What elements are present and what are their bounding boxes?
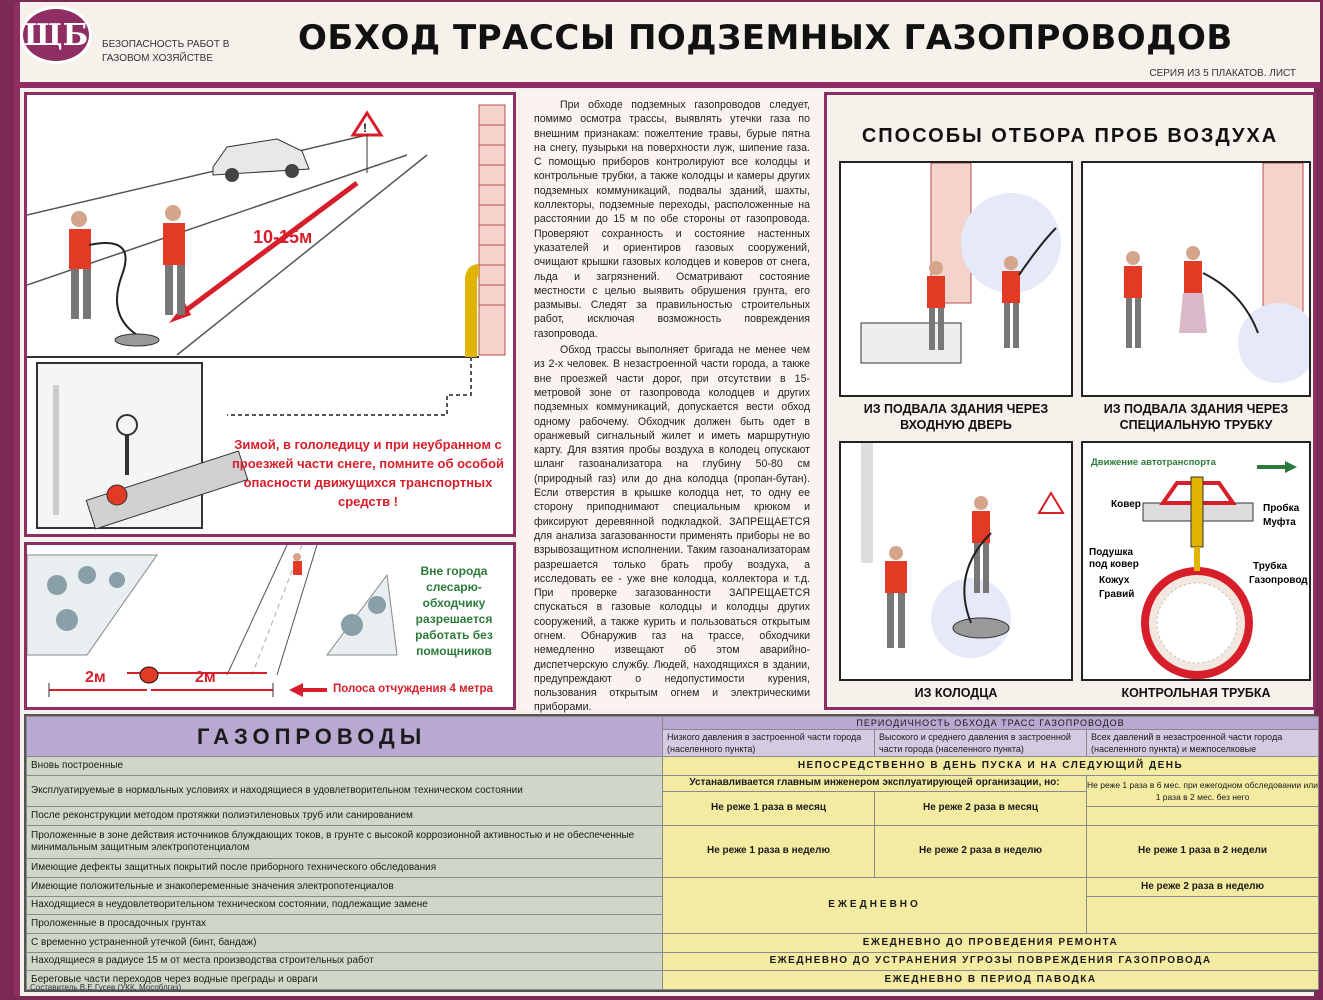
winter-warning: Зимой, в гололедицу и при неубранном с п… xyxy=(231,437,505,509)
scene-entrance-door xyxy=(839,161,1073,397)
exclusion-zone-label: Полоса отчуждения 4 метра xyxy=(333,683,493,695)
entrance-door-drawing xyxy=(860,162,1061,364)
table-row: Не реже 1 раза в месяц Не реже 2 раза в … xyxy=(27,790,1319,826)
label-mufta: Муфта xyxy=(1263,517,1296,528)
label-gazoprovod: Газопровод xyxy=(1249,575,1308,586)
cell-blank xyxy=(1085,805,1320,826)
header-subtitle: БЕЗОПАСНОСТЬ РАБОТ В ГАЗОВОМ ХОЗЯЙСТВЕ xyxy=(102,39,230,64)
cell-month2: Не реже 2 раза в месяц xyxy=(874,790,1087,826)
caption-entrance-door: ИЗ ПОДВАЛА ЗДАНИЯ ЧЕРЕЗ ВХОДНУЮ ДВЕРЬ xyxy=(863,402,1049,432)
worker-figure xyxy=(972,496,990,593)
cell-blank-daily xyxy=(1085,895,1320,934)
worker-figure xyxy=(163,205,185,315)
table-row: Эксплуатируемые в нормальных условиях и … xyxy=(26,774,1320,807)
car-icon xyxy=(212,138,310,182)
label-kover: Ковер xyxy=(1111,499,1141,510)
label-trubka: Трубка xyxy=(1253,561,1288,572)
control-tube-drawing xyxy=(1141,461,1297,679)
cell-week2b: Не реже 2 раза в неделю xyxy=(1085,876,1320,897)
worker-figure xyxy=(69,211,91,319)
header xyxy=(20,2,1320,82)
column-header-all: Всех давлений в незастроенной части горо… xyxy=(1085,729,1320,757)
cell-week1: Не реже 1 раза в неделю xyxy=(662,824,875,878)
series-note: СЕРИЯ ИЗ 5 ПЛАКАТОВ. ЛИСТ xyxy=(1149,68,1296,79)
strip-drawing xyxy=(26,544,398,697)
row-label: Эксплуатируемые в нормальных условиях и … xyxy=(26,774,663,807)
row-label: Имеющие положительные и знакопеременные … xyxy=(26,876,663,897)
label-probka: Пробка xyxy=(1263,503,1300,514)
table-row: Береговые части переходов через водные п… xyxy=(26,970,1320,990)
left-distance: 2м xyxy=(85,669,106,686)
row-label: Проложенные в зоне действия источников б… xyxy=(26,824,663,860)
worker-figure xyxy=(1124,251,1142,348)
cell-week2: Не реже 2 раза в неделю xyxy=(874,824,1087,878)
caption-control-tube: КОНТРОЛЬНАЯ ТРУБКА xyxy=(1121,686,1271,700)
table-heading: ГАЗОПРОВОДЫ xyxy=(26,716,663,757)
paragraph: При обходе подземных газопроводов следуе… xyxy=(534,99,810,340)
cell-month1: Не реже 1 раза в месяц xyxy=(662,790,875,826)
label-podushka: Подушка под ковер xyxy=(1089,547,1139,570)
period-heading: ПЕРИОДИЧНОСТЬ ОБХОДА ТРАСС ГАЗОПРОВОДОВ xyxy=(661,716,1320,730)
worker-figure xyxy=(927,261,945,350)
cell-first-day: НЕПОСРЕДСТВЕННО В ДЕНЬ ПУСКА И НА СЛЕДУЮ… xyxy=(661,756,1320,776)
table-row: Находящиеся в неудовлетворительном техни… xyxy=(26,895,1320,934)
inspection-schedule-table: ГАЗОПРОВОДЫ ПЕРИОДИЧНОСТЬ ОБХОДА ТРАСС Г… xyxy=(24,714,1320,992)
warning-sign-icon: ! xyxy=(350,110,384,173)
cell-halfyear: Не реже 1 раза в 6 мес. при ежегодном об… xyxy=(1085,774,1320,807)
cell-repair: ЕЖЕДНЕВНО ДО ПРОВЕДЕНИЯ РЕМОНТА xyxy=(661,932,1320,953)
author-credit: Составитель В.Е.Гусев (УКК, Мособлгаз) xyxy=(30,983,182,992)
road-illustration: ! xyxy=(24,92,516,537)
header-divider xyxy=(20,82,1320,88)
row-label: После реконструкции методом протяжки пол… xyxy=(26,805,663,826)
special-tube-drawing xyxy=(1124,162,1318,383)
paragraph: Обход трассы выполняет бригада не менее … xyxy=(534,344,810,714)
row-label: Находящиеся в радиусе 15 м от места прои… xyxy=(26,951,663,972)
column-header-low: Низкого давления в застроенной части гор… xyxy=(662,729,875,757)
table-row: С временно устраненной утечкой (бинт, ба… xyxy=(26,932,1320,953)
worker-figure xyxy=(1002,256,1020,348)
exclusion-strip-illustration: Вне города слесарю-обходчику разрешается… xyxy=(24,542,516,710)
manhole-drawing xyxy=(861,443,1065,658)
svg-text:!: ! xyxy=(363,121,367,135)
table-row: Имеющие дефекты защитных покрытий после … xyxy=(26,858,1319,878)
row-label: Находящиеся в неудовлетворительном техни… xyxy=(26,895,663,916)
right-distance: 2м xyxy=(195,669,216,686)
logo-text: ЩБ xyxy=(23,17,89,53)
table-row: Вновь построенные НЕПОСРЕДСТВЕННО В ДЕНЬ… xyxy=(26,756,1320,776)
label-graviy: Гравий xyxy=(1099,589,1135,600)
worker-figure xyxy=(293,553,302,575)
column-header-high: Высокого и среднего давления в застроенн… xyxy=(874,729,1087,757)
outside-city-note: Вне города слесарю-обходчику разрешается… xyxy=(415,564,493,658)
cell-daily: ЕЖЕДНЕВНО xyxy=(662,876,1087,934)
table-row: Находящиеся в радиусе 15 м от места прои… xyxy=(26,951,1320,972)
poster: ЩБ БЕЗОПАСНОСТЬ РАБОТ В ГАЗОВОМ ХОЗЯЙСТВ… xyxy=(14,2,1320,996)
methods-title: СПОСОБЫ ОТБОРА ПРОБ ВОЗДУХА xyxy=(861,125,1279,147)
worker-figure xyxy=(1179,246,1207,333)
caption-manhole: ИЗ КОЛОДЦА xyxy=(914,686,998,700)
cell-threat: ЕЖЕДНЕВНО ДО УСТРАНЕНИЯ УГРОЗЫ ПОВРЕЖДЕН… xyxy=(661,951,1320,972)
instructions-text: При обходе подземных газопроводов следуе… xyxy=(520,92,824,713)
table-row: Имеющие положительные и знакопеременные … xyxy=(26,876,1320,934)
row-label: Вновь построенные xyxy=(26,756,663,776)
scene-control-tube: Движение автотранспорта Ковер Пробка Муф… xyxy=(1081,441,1311,681)
scene-manhole xyxy=(839,441,1073,681)
sampling-methods: СПОСОБЫ ОТБОРА ПРОБ ВОЗДУХА ИЗ ПОДВАЛА З… xyxy=(824,92,1318,710)
label-kozhukh: Кожух xyxy=(1099,575,1130,586)
cell-2weeks: Не реже 1 раза в 2 недели xyxy=(1085,824,1320,878)
cell-engineer: Устанавливается главным инженером эксплу… xyxy=(662,774,1087,792)
worker-figure xyxy=(885,546,907,648)
table-row: После реконструкции методом протяжки пол… xyxy=(26,805,1320,826)
traffic-direction: Движение автотранспорта xyxy=(1091,457,1216,468)
page-title: ОБХОД ТРАССЫ ПОДЗЕМНЫХ ГАЗОПРОВОДОВ xyxy=(298,18,1233,58)
distance-label: 10-15м xyxy=(253,227,313,247)
row-label: С временно устраненной утечкой (бинт, ба… xyxy=(26,932,663,953)
road-drawing: ! xyxy=(26,104,506,530)
row-label: Проложенные в просадочных грунтах xyxy=(26,914,663,934)
table-row: Проложенные в зоне действия источников б… xyxy=(26,824,1320,878)
scene-special-tube xyxy=(1081,161,1318,397)
cell-flood: ЕЖЕДНЕВНО В ПЕРИОД ПАВОДКА xyxy=(661,970,1320,990)
row-label: Имеющие дефекты защитных покрытий после … xyxy=(26,858,663,878)
logo: ЩБ xyxy=(20,6,92,64)
caption-special-tube: ИЗ ПОДВАЛА ЗДАНИЯ ЧЕРЕЗ СПЕЦИАЛЬНУЮ ТРУБ… xyxy=(1103,402,1289,432)
